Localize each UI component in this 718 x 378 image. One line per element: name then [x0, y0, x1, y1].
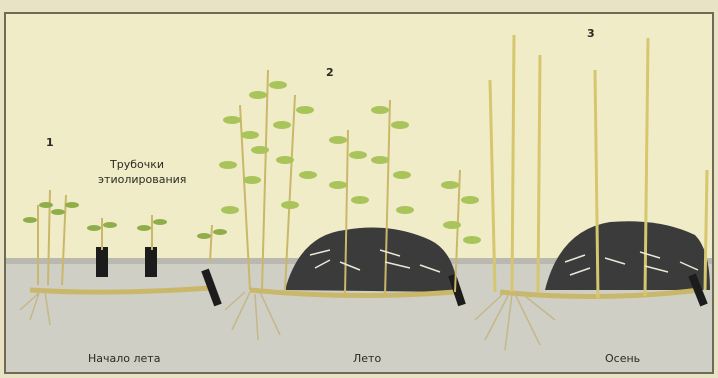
annotation-line-2: этиолирования: [98, 173, 186, 186]
earth-mound-summer: [285, 228, 458, 292]
etiolation-tube: [145, 247, 157, 277]
etiolation-tube: [96, 247, 108, 277]
caption-summer: Лето: [353, 352, 381, 365]
earth-mound-autumn: [545, 221, 710, 290]
annotation-line-1: Трубочки: [110, 158, 164, 171]
stage-number-2: 2: [326, 66, 334, 79]
caption-autumn: Осень: [605, 352, 640, 365]
leaves-stage-2: [219, 81, 481, 244]
stage-number-1: 1: [46, 136, 54, 149]
caption-early-summer: Начало лета: [88, 352, 160, 365]
stage-number-3: 3: [587, 27, 595, 40]
